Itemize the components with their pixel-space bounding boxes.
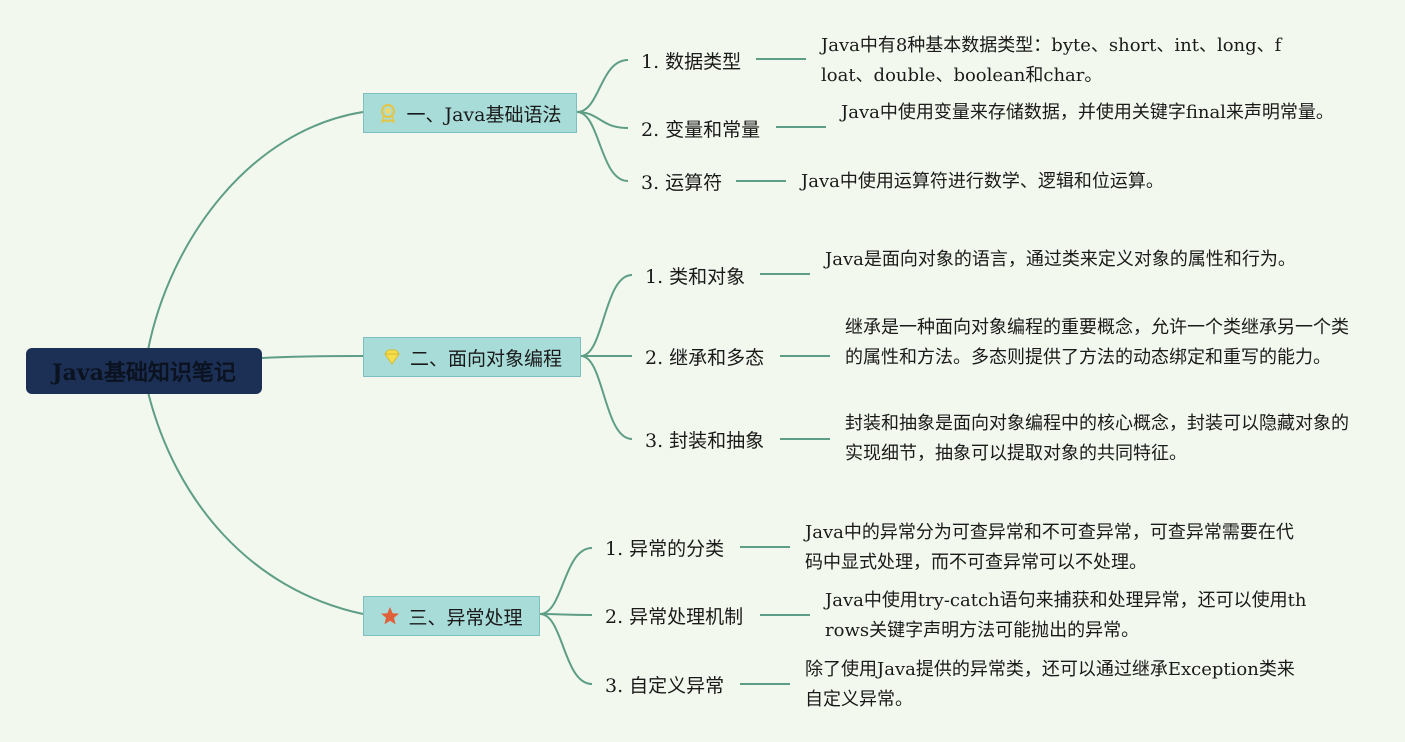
subtopic-label: 1. 异常的分类 (605, 537, 725, 560)
subtopic-label: 2. 变量和常量 (641, 118, 761, 141)
subtopic-label: 2. 继承和多态 (645, 346, 765, 369)
note-text: Java中有8种基本数据类型：byte、short、int、long、float… (821, 35, 1282, 86)
topic-label: 二、面向对象编程 (409, 347, 562, 370)
subtopic-inheritance-polymorphism[interactable]: 2. 继承和多态 (645, 341, 764, 371)
connector-topic-3-sub-1 (539, 547, 593, 615)
connector-topic-2-sub-1 (580, 274, 633, 357)
connector-topic-1-sub-3 (576, 111, 629, 182)
subtopic-label: 3. 自定义异常 (605, 674, 725, 697)
topic-java-basics[interactable]: 一、Java基础语法 (363, 93, 577, 133)
connector-topic-1-sub-1 (576, 59, 629, 113)
note-text: 继承是一种面向对象编程的重要概念，允许一个类继承另一个类的属性和方法。多态则提供… (845, 317, 1349, 368)
connector-topic-3-sub-3 (539, 613, 593, 685)
star-icon (380, 606, 400, 626)
connector-root-topic-2 (261, 355, 364, 359)
connector-topic-3-sub-2 (539, 613, 593, 616)
subtopic-exception-types[interactable]: 1. 异常的分类 (605, 532, 724, 562)
note-text: Java中使用运算符进行数学、逻辑和位运算。 (801, 171, 1164, 192)
note-text: Java中的异常分为可查异常和不可查异常，可查异常需要在代码中显式处理，而不可查… (805, 522, 1294, 573)
subtopic-label: 2. 异常处理机制 (605, 605, 744, 628)
subtopic-classes-objects[interactable]: 1. 类和对象 (645, 260, 745, 290)
connector-topic-2-sub-3 (580, 355, 633, 440)
root-node[interactable]: Java基础知识笔记 (26, 348, 262, 394)
subtopic-encapsulation-abstraction[interactable]: 3. 封装和抽象 (645, 424, 764, 454)
note-text: Java中使用变量来存储数据，并使用关键字final来声明常量。 (841, 102, 1334, 123)
topic-exceptions[interactable]: 三、异常处理 (363, 596, 540, 636)
topic-label: 三、异常处理 (408, 606, 523, 629)
topic-label: 一、Java基础语法 (406, 103, 562, 126)
subtopic-variables-constants[interactable]: 2. 变量和常量 (641, 113, 760, 143)
note-text: Java中使用try-catch语句来捕获和处理异常，还可以使用throws关键… (825, 590, 1307, 641)
subtopic-label: 3. 运算符 (641, 171, 723, 194)
subtopic-label: 1. 类和对象 (645, 265, 746, 288)
diamond-icon (382, 347, 402, 367)
award-ribbon-icon (378, 103, 398, 123)
connector-topic-1-sub-2 (576, 111, 629, 129)
subtopic-label: 3. 封装和抽象 (645, 429, 765, 452)
subtopic-operators[interactable]: 3. 运算符 (641, 166, 722, 196)
topic-oop[interactable]: 二、面向对象编程 (363, 337, 581, 377)
note-text: 除了使用Java提供的异常类，还可以通过继承Exception类来自定义异常。 (805, 659, 1295, 710)
connector-root-topic-1 (147, 111, 364, 351)
subtopic-exception-mechanism[interactable]: 2. 异常处理机制 (605, 600, 743, 630)
subtopic-custom-exceptions[interactable]: 3. 自定义异常 (605, 669, 724, 699)
connector-root-topic-3 (147, 391, 364, 615)
note-text: Java是面向对象的语言，通过类来定义对象的属性和行为。 (825, 249, 1296, 270)
subtopic-data-types[interactable]: 1. 数据类型 (641, 45, 741, 75)
subtopic-label: 1. 数据类型 (641, 50, 742, 73)
root-label: Java基础知识笔记 (52, 360, 236, 386)
note-text: 封装和抽象是面向对象编程中的核心概念，封装可以隐藏对象的实现细节，抽象可以提取对… (845, 413, 1349, 464)
